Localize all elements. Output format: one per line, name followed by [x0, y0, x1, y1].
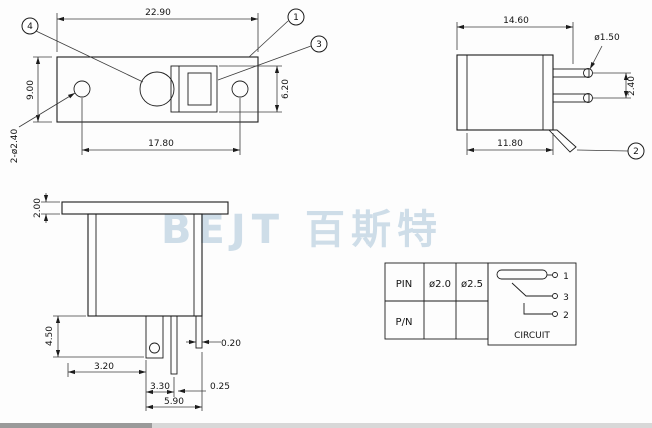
table-cell-pn: P/N: [396, 317, 413, 328]
bent-lug-pin: [547, 129, 577, 153]
svg-text:4: 4: [27, 22, 33, 32]
dim-0-25: 0.25: [210, 382, 230, 392]
table-cell-pin: PIN: [396, 279, 412, 290]
spec-table: PIN ø2.0 ø2.5 P/N: [384, 262, 489, 340]
side-view-body-outline: [456, 54, 554, 131]
table-cell-dia20: ø2.0: [429, 279, 451, 290]
balloon-4: 4: [21, 17, 144, 83]
circuit-diagram: 1 3 2 CIRCUIT: [487, 262, 577, 346]
top-view-height-dim: 9.00: [26, 80, 36, 100]
terminal-pin-bottom: [552, 93, 590, 103]
terminal-2-label: 2: [563, 311, 569, 321]
top-view-body-outline: [56, 56, 259, 123]
balloon-3: 3: [217, 35, 328, 81]
table-cell-dia25: ø2.5: [461, 279, 483, 290]
pin-diameter-dim: ø1.50: [594, 33, 620, 43]
barrel-circle: [139, 71, 175, 107]
center-pin-symbol: [496, 269, 548, 280]
svg-text:2: 2: [633, 147, 639, 157]
slot-inner: [187, 72, 212, 106]
short-terminal-pin: [195, 315, 203, 349]
balloon-2: 2: [576, 142, 645, 160]
side-view: 14.60 ø1.50 2.40 11.80 2: [456, 16, 645, 160]
flange-thickness-dim: 2.00: [33, 198, 43, 218]
mounting-hole-left: [73, 80, 91, 98]
center-pin: [145, 315, 164, 359]
mounting-hole-right: [231, 80, 249, 98]
hole-diameter-note: 2-ø2.40: [10, 128, 20, 163]
bottom-edge-artifact: [0, 423, 652, 428]
long-terminal-pin: [170, 315, 178, 375]
top-view: 22.90 9.00 6.20 17.80 2-ø2.40 4 1: [10, 8, 328, 163]
terminal-1-label: 1: [563, 272, 569, 282]
side-view-body-dim: 11.80: [497, 139, 523, 149]
dim-5-90: 5.90: [164, 397, 184, 407]
pin-pitch-dim: 2.40: [627, 76, 637, 96]
dim-0-20: 0.20: [221, 339, 241, 349]
svg-text:3: 3: [316, 40, 322, 50]
top-view-width-dim: 22.90: [145, 8, 171, 18]
dim-3-30: 3.30: [150, 382, 170, 392]
terminal-3-label: 3: [563, 293, 569, 303]
pin-length-dim: 4.50: [45, 326, 55, 346]
dim-3-20: 3.20: [94, 362, 114, 372]
circuit-title: CIRCUIT: [514, 331, 550, 341]
top-view-hole-spacing-dim: 17.80: [148, 139, 174, 149]
sleeve-contact-symbol: [523, 303, 552, 315]
top-view-slot-dim: 6.20: [281, 79, 291, 99]
center-pin-hole: [149, 342, 160, 354]
terminal-1-node: [552, 272, 558, 278]
switch-contact-symbol: [511, 282, 552, 297]
front-view: 2.00 4.50 3.20 0.20 3.30 0.25 5.90: [33, 193, 241, 411]
terminal-3-node: [552, 293, 558, 299]
terminal-2-node: [552, 311, 558, 317]
front-view-body-outline: [87, 213, 203, 317]
brand-watermark: BEJT 百斯特: [161, 207, 443, 253]
side-view-width-dim: 14.60: [503, 16, 529, 26]
svg-text:1: 1: [293, 13, 299, 23]
terminal-pin-top: [552, 68, 590, 78]
slot-outline: [170, 65, 218, 113]
balloon-1: 1: [248, 8, 305, 58]
